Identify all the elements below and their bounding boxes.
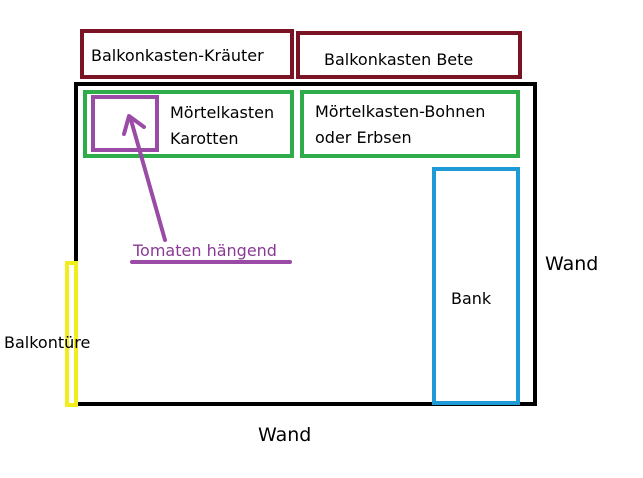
bank-label: Bank	[451, 289, 492, 308]
moertelkasten-karotten-label-1: Mörtelkasten	[170, 103, 274, 122]
wand-bottom-label: Wand	[258, 424, 311, 446]
wand-right-label: Wand	[545, 253, 598, 275]
balcony-outline	[74, 82, 537, 406]
moertelkasten-karotten-label-2: Karotten	[170, 129, 239, 148]
tomaten-label: Tomaten hängend	[132, 241, 277, 260]
balkonkasten-bete-label: Balkonkasten Bete	[324, 50, 473, 69]
tomaten-arrow-head	[122, 114, 146, 136]
balkonkasten-kraeuter-box	[80, 29, 294, 79]
tomaten-arrow-shaft	[129, 118, 167, 242]
balkonkasten-kraeuter-label: Balkonkasten-Kräuter	[91, 46, 264, 65]
moertelkasten-bohnen-label-2: oder Erbsen	[315, 128, 412, 147]
tomaten-box	[91, 95, 159, 152]
moertelkasten-bohnen-label-1: Mörtelkasten-Bohnen	[315, 102, 485, 121]
moertelkasten-karotten-box	[83, 90, 294, 158]
bank-box	[432, 167, 520, 405]
balkontuere-door	[65, 261, 78, 407]
balkontuere-label: Balkontüre	[4, 333, 90, 352]
balkonkasten-bete-box	[296, 31, 522, 79]
moertelkasten-bohnen-box	[300, 90, 520, 158]
